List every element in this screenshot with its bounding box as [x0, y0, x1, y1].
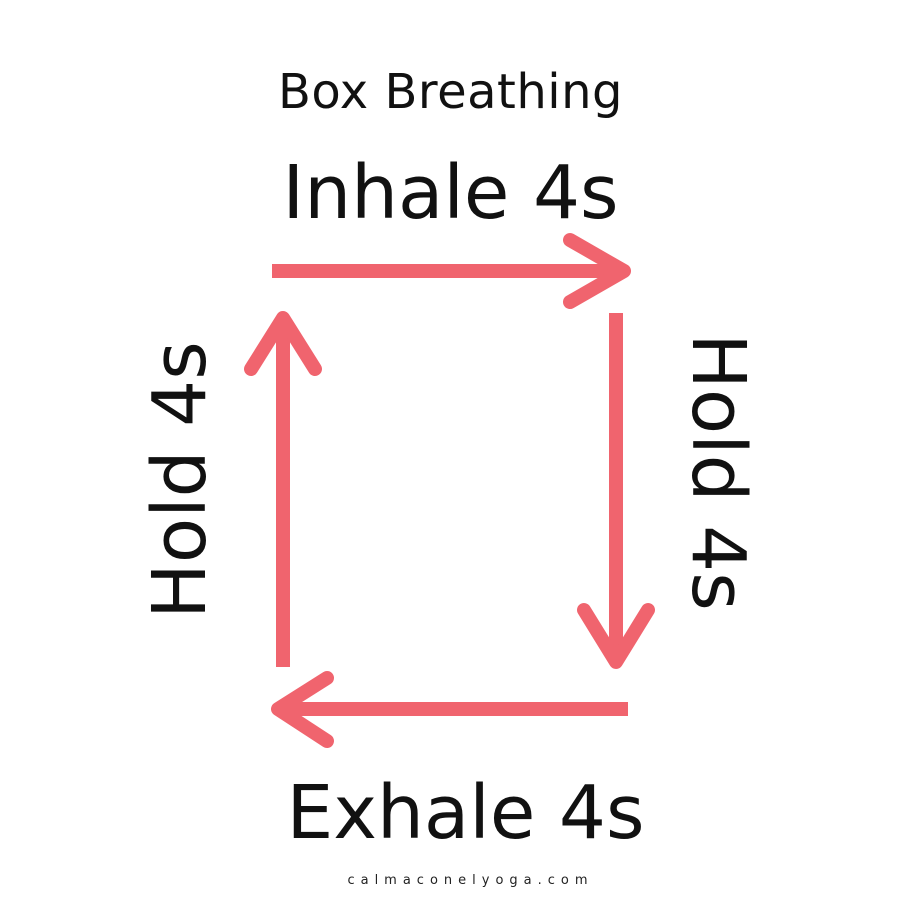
- step-inhale-label: Inhale 4s: [282, 150, 619, 236]
- arrow-up-icon: [244, 311, 322, 667]
- website-credit: calmaconelyoga.com: [347, 873, 594, 888]
- step-exhale-label: Exhale 4s: [286, 770, 645, 856]
- diagram-title: Box Breathing: [277, 64, 623, 120]
- arrow-down-icon: [577, 313, 655, 669]
- arrow-right-icon: [272, 233, 631, 309]
- arrow-left-icon: [271, 671, 628, 748]
